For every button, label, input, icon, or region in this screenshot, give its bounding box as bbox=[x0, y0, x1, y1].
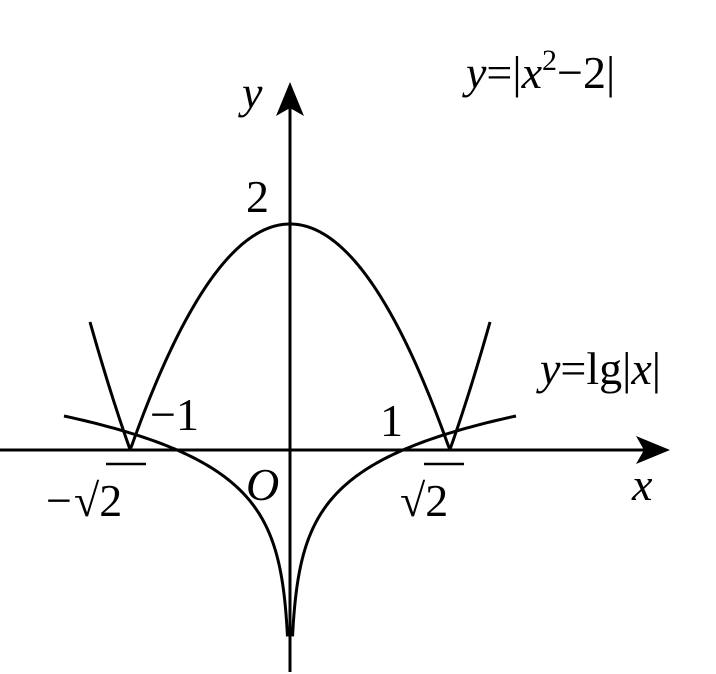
log-abs-curve-right-branch bbox=[291, 414, 517, 637]
quadratic-abs-curve bbox=[88, 222, 492, 451]
tick-label-pos-one: 1 bbox=[380, 395, 403, 446]
log-abs-curve-left-branch bbox=[63, 414, 289, 637]
x-axis-label: x bbox=[631, 459, 653, 510]
log-curve-label: y=lg|x| bbox=[536, 343, 661, 394]
quadratic-curve-label: y=|x2−2| bbox=[462, 44, 615, 98]
y-axis-arrow bbox=[276, 82, 304, 116]
x-axis-arrow bbox=[636, 436, 670, 464]
tick-label-two: 2 bbox=[246, 171, 269, 222]
y-axis-label: y bbox=[238, 67, 263, 118]
tick-label-neg-sqrt2: −√2 bbox=[46, 475, 122, 526]
origin-label: O bbox=[246, 459, 279, 510]
tick-label-neg-one: −1 bbox=[150, 389, 199, 440]
tick-label-pos-sqrt2: √2 bbox=[400, 475, 448, 526]
